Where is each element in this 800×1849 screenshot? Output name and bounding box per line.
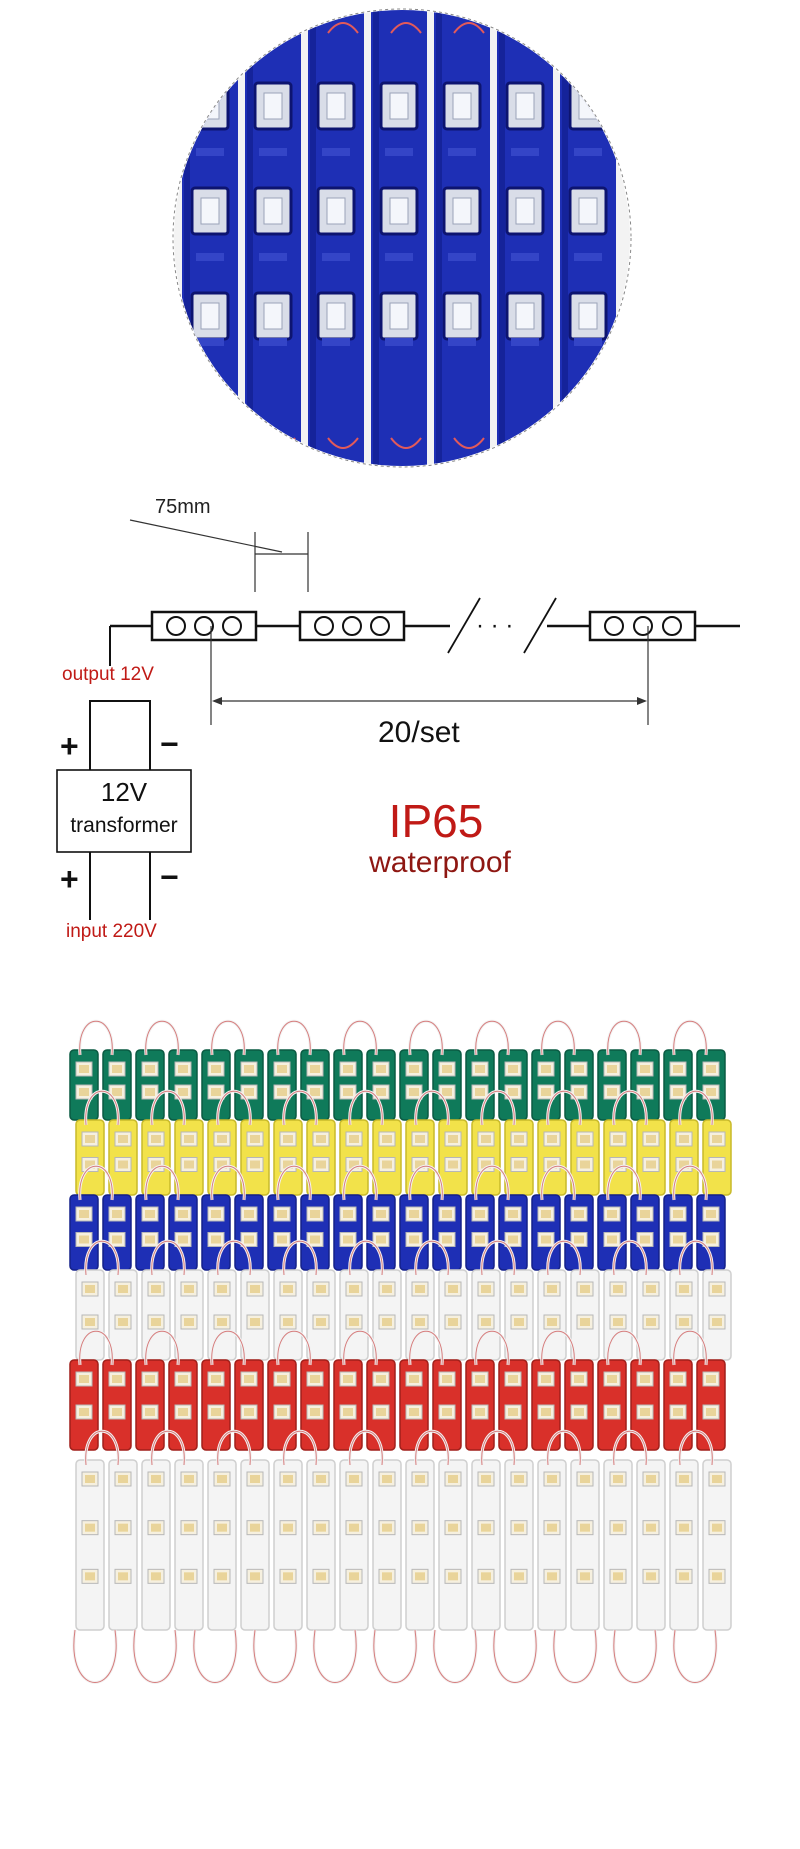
transformer-voltage: 12V	[101, 777, 148, 807]
closeup-module-column	[497, 10, 553, 466]
count-label: 20/set	[378, 716, 460, 749]
input-plus: +	[60, 861, 79, 897]
module-last	[588, 610, 697, 642]
module-string-row	[75, 1429, 732, 1631]
ip-rating: IP65	[389, 795, 484, 847]
pitch-label: 75mm	[155, 496, 211, 518]
module-string-row	[69, 1329, 726, 1451]
module-string-row	[69, 1019, 726, 1121]
transformer-label: transformer	[70, 814, 177, 837]
closeup-module-column	[245, 10, 301, 466]
closeup-module-column	[434, 10, 490, 466]
closeup-module-column	[308, 10, 364, 466]
bottom-wire-loops	[72, 1629, 718, 1684]
input-label: input 220V	[66, 921, 157, 942]
input-minus: −	[160, 859, 179, 895]
pitch-leader-line	[129, 519, 283, 553]
output-label: output 12V	[62, 664, 154, 685]
blue-module-closeup-photo	[172, 8, 632, 468]
module-string-row	[75, 1239, 732, 1361]
wiring-diagram: 75mm · · ·	[0, 480, 800, 950]
break-mark-left	[447, 597, 481, 654]
module-1	[150, 610, 258, 642]
transformer-box	[56, 769, 192, 853]
closeup-module-column	[560, 10, 616, 466]
output-plus: +	[60, 728, 79, 764]
waterproof-label: waterproof	[368, 846, 511, 879]
break-mark-right	[523, 597, 557, 654]
output-minus: −	[160, 726, 179, 762]
led-module-strings-photo	[0, 980, 800, 1849]
ellipsis: · · ·	[476, 612, 513, 639]
closeup-module-column	[371, 10, 427, 466]
closeup-module-column	[182, 10, 238, 466]
module-2	[298, 610, 406, 642]
module-string-row	[69, 1164, 726, 1271]
